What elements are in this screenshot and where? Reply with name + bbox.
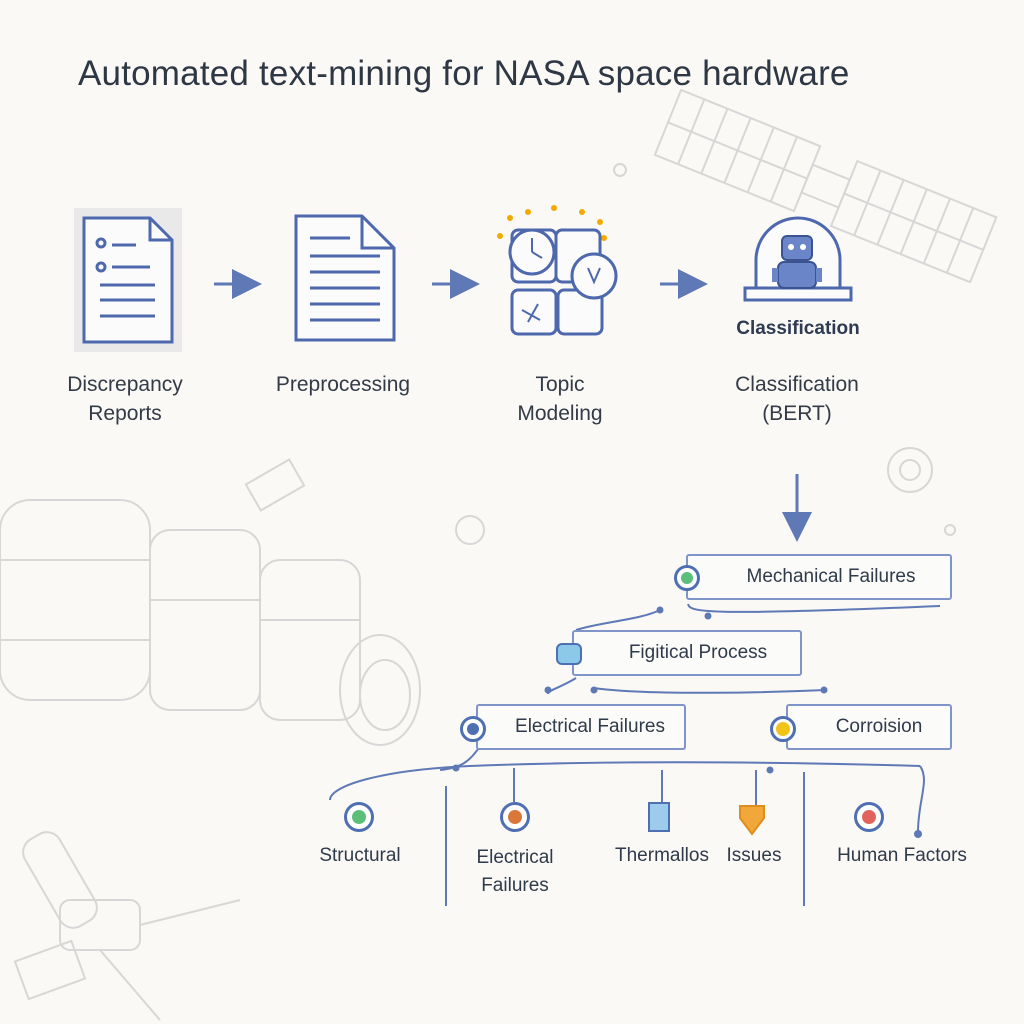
marker-corroision <box>770 716 796 742</box>
marker-electrical-failures-leaf <box>500 802 530 832</box>
leaf-label-human-factors: Human Factors <box>837 845 967 866</box>
node-figitical-process: Figitical Process <box>572 630 802 676</box>
stage-label-topic-modeling: Topic Modeling <box>517 373 603 425</box>
marker-structural <box>344 802 374 832</box>
leaf-label-structural: Structural <box>319 845 401 866</box>
leaf-label-thermallos: Thermallos <box>615 845 709 866</box>
pipeline-graphics <box>74 205 853 542</box>
marker-electrical-failures <box>460 716 486 742</box>
marker-mechanical-failures <box>674 565 700 591</box>
marker-human-factors <box>854 802 884 832</box>
topic-grid-icon <box>497 205 618 336</box>
satellite-sketch-icon <box>653 88 998 284</box>
leaf-label-issues: Issues <box>726 845 782 866</box>
telescope-sketch-icon <box>0 458 421 746</box>
node-electrical-failures: Electrical Failures <box>476 704 686 750</box>
leaf-label-electrical-failures: Electrical Failures <box>476 847 554 896</box>
diagram-title: Automated text-mining for NASA space har… <box>78 54 850 93</box>
marker-thermallos <box>648 802 670 832</box>
node-mechanical-failures: Mechanical Failures <box>686 554 952 600</box>
page-icon <box>294 214 396 342</box>
stage-label-classification: Classification (BERT) <box>735 373 859 425</box>
probe-sketch-icon <box>13 831 241 1021</box>
stage-label-discrepancy-reports: Discrepancy Reports <box>67 373 183 425</box>
document-icon <box>74 208 182 352</box>
marker-figitical-process <box>556 643 582 665</box>
stage-label-preprocessing: Preprocessing <box>275 373 411 396</box>
robot-icon <box>743 216 853 302</box>
marker-issues <box>739 805 765 836</box>
classification-badge-label: Classification <box>736 318 860 339</box>
node-corroision: Corroision <box>786 704 952 750</box>
